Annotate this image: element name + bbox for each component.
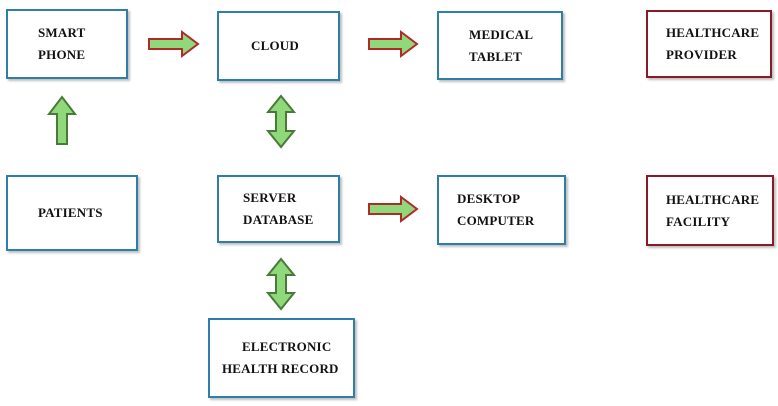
node-ehr-line2: HEALTH RECORD — [222, 361, 339, 376]
node-healthcare-facility: HEALTHCARE FACILITY — [646, 175, 774, 246]
node-cloud: CLOUD — [217, 11, 340, 81]
node-desktop-computer-line1: DESKTOP — [457, 191, 521, 206]
node-server-database-line2: DATABASE — [243, 212, 314, 227]
node-desktop-computer-line2: COMPUTER — [457, 213, 535, 228]
node-healthcare-facility-line1: HEALTHCARE — [666, 191, 760, 207]
arrow-cloud-to-medical-tablet — [368, 30, 419, 58]
node-healthcare-provider-line2: PROVIDER — [666, 47, 737, 62]
node-smart-phone-line2: PHONE — [38, 47, 86, 62]
node-smart-phone: SMART PHONE — [6, 9, 128, 79]
node-patients-line1: PATIENTS — [38, 205, 103, 220]
node-cloud-line1: CLOUD — [251, 38, 299, 53]
arrow-server-ehr-bidirectional — [265, 257, 297, 311]
node-medical-tablet-line1: MEDICAL — [469, 26, 534, 42]
node-medical-tablet-line2: TABLET — [469, 48, 522, 64]
node-smart-phone-line1: SMART — [38, 25, 86, 40]
node-patients: PATIENTS — [6, 175, 138, 251]
node-server-database: SERVER DATABASE — [217, 175, 340, 243]
arrow-server-to-desktop — [368, 195, 419, 223]
node-healthcare-facility-line2: FACILITY — [666, 213, 731, 229]
node-electronic-health-record: ELECTRONIC HEALTH RECORD — [208, 318, 355, 398]
arrow-patients-to-smartphone — [46, 95, 78, 145]
node-server-database-line1: SERVER — [243, 190, 297, 205]
node-medical-tablet: MEDICAL TABLET — [437, 11, 563, 80]
node-desktop-computer: DESKTOP COMPUTER — [437, 175, 566, 245]
node-healthcare-provider: HEALTHCARE PROVIDER — [646, 10, 772, 78]
node-healthcare-provider-line1: HEALTHCARE — [666, 25, 760, 40]
node-ehr-line1: ELECTRONIC — [242, 339, 332, 354]
arrow-cloud-server-bidirectional — [265, 94, 297, 149]
arrow-smartphone-to-cloud — [148, 30, 200, 58]
